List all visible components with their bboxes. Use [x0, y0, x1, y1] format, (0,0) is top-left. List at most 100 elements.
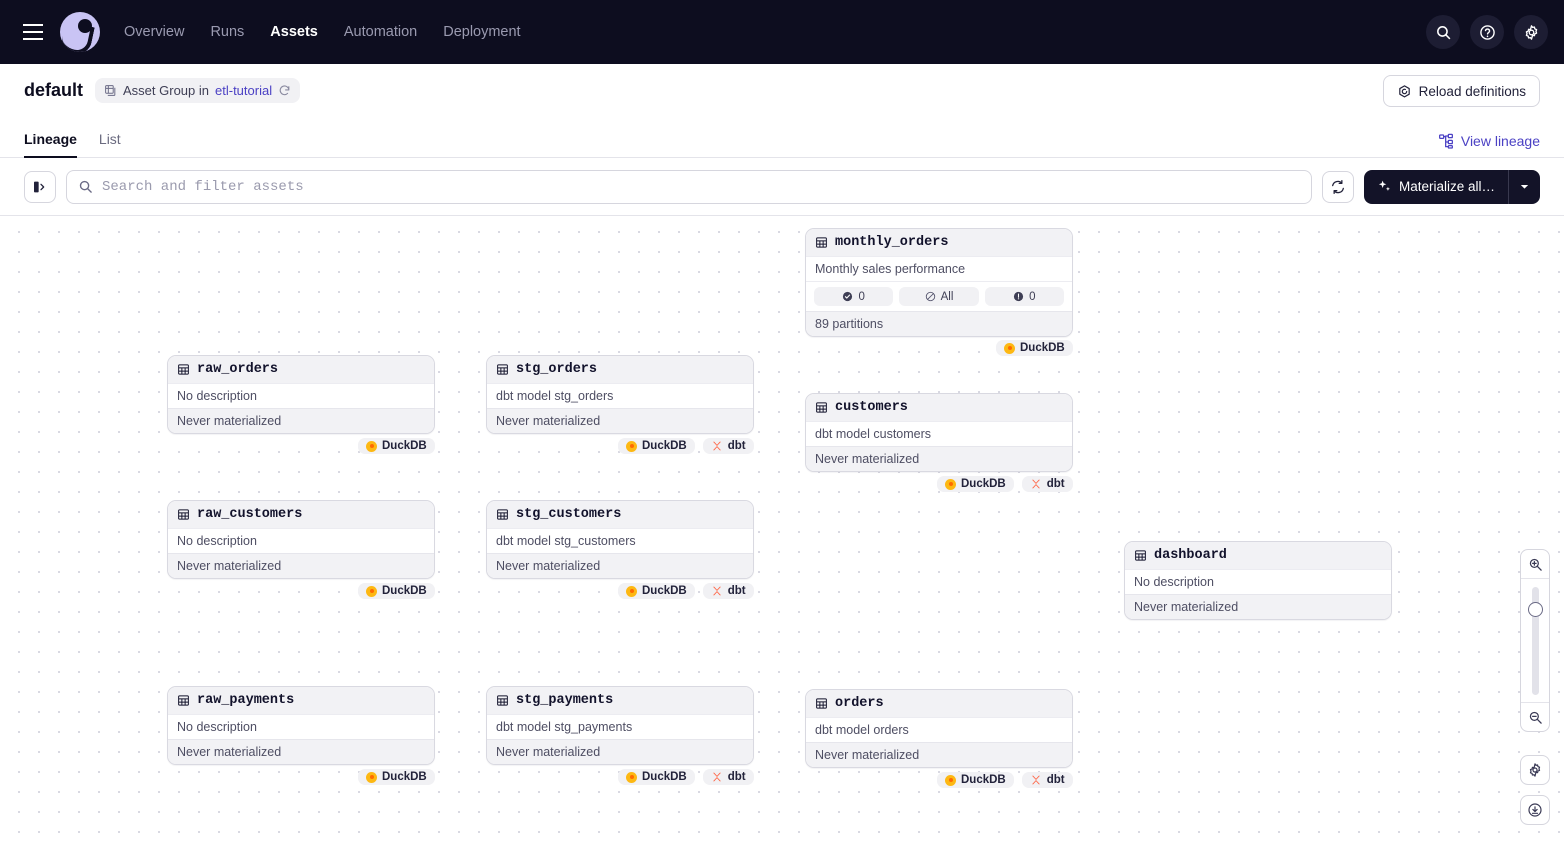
asset-node-tags: DuckDB dbt [618, 438, 754, 454]
refresh-icon[interactable] [278, 84, 291, 97]
materialize-dropdown-toggle[interactable] [1508, 169, 1540, 204]
asset-node-header: monthly_orders [806, 229, 1072, 256]
asset-node-description: No description [168, 528, 434, 553]
asset-tag-duckdb[interactable]: DuckDB [358, 438, 435, 454]
table-icon [497, 364, 508, 375]
asset-node-title: stg_payments [516, 693, 614, 708]
asset-tag-dbt[interactable]: dbt [702, 769, 754, 785]
zoom-out-button[interactable] [1521, 703, 1549, 731]
asset-tag-duckdb[interactable]: DuckDB [358, 583, 435, 599]
partition-chip-check-circle[interactable]: 0 [814, 287, 894, 306]
reload-definitions-button[interactable]: Reload definitions [1382, 75, 1540, 107]
asset-tag-label: dbt [1046, 774, 1065, 786]
asset-node-status: Never materialized [487, 553, 753, 578]
check-circle-icon [843, 291, 853, 302]
asset-tag-label: DuckDB [382, 771, 427, 783]
dbt-icon [1031, 479, 1040, 489]
asset-node-header: customers [806, 394, 1072, 421]
asset-tag-dbt[interactable]: dbt [1021, 476, 1073, 492]
asset-node-status: 89 partitions [806, 311, 1072, 336]
asset-node-status: Never materialized [1125, 594, 1391, 619]
search-icon[interactable] [1426, 15, 1460, 49]
asset-node-header: orders [806, 690, 1072, 717]
zoom-slider-knob[interactable] [1527, 602, 1543, 617]
materialize-all-button[interactable]: Materialize all… [1363, 169, 1540, 204]
fit-to-screen-button[interactable] [1520, 795, 1550, 825]
asset-tag-duckdb[interactable]: DuckDB [937, 772, 1014, 788]
asset-tag-label: DuckDB [642, 440, 687, 452]
asset-tag-duckdb[interactable]: DuckDB [618, 583, 695, 599]
duckdb-icon [945, 774, 956, 786]
asset-tag-duckdb[interactable]: DuckDB [358, 769, 435, 785]
asset-tag-duckdb[interactable]: DuckDB [996, 340, 1073, 356]
materialize-all-label: Materialize all… [1398, 179, 1495, 194]
asset-node-tags: DuckDB [358, 769, 435, 785]
asset-tag-dbt[interactable]: dbt [702, 583, 754, 599]
tab-list[interactable]: List [98, 131, 121, 147]
view-lineage-label: View lineage [1460, 133, 1540, 149]
zoom-in-button[interactable] [1521, 550, 1549, 578]
hamburger-menu-icon[interactable] [16, 15, 50, 49]
duckdb-icon [366, 771, 377, 783]
search-input[interactable] [102, 178, 1300, 195]
sparkle-icon [1378, 180, 1390, 191]
dbt-icon [1031, 775, 1040, 785]
asset-node-title: raw_orders [197, 362, 279, 377]
tab-lineage[interactable]: Lineage [24, 131, 77, 158]
asset-tag-duckdb[interactable]: DuckDB [937, 476, 1014, 492]
asset-node-title: orders [835, 696, 884, 711]
nav-link-deployment[interactable]: Deployment [443, 24, 521, 40]
asset-tag-label: DuckDB [382, 585, 427, 597]
table-icon [816, 402, 827, 413]
partition-chip-label: 0 [858, 290, 865, 303]
nav-link-assets[interactable]: Assets [270, 24, 318, 40]
asset-node-status: Never materialized [487, 739, 753, 764]
asset-tag-duckdb[interactable]: DuckDB [618, 438, 695, 454]
help-icon[interactable] [1470, 15, 1504, 49]
view-lineage-button[interactable]: View lineage [1438, 133, 1540, 149]
refresh-assets-button[interactable] [1321, 170, 1354, 203]
asset-node-tags: DuckDB dbt [937, 772, 1073, 788]
asset-tag-dbt[interactable]: dbt [702, 438, 754, 454]
asset-node-title: customers [835, 400, 908, 415]
reload-definitions-label: Reload definitions [1418, 83, 1526, 99]
panel-toggle-icon[interactable] [24, 170, 56, 203]
asset-tag-dbt[interactable]: dbt [1021, 772, 1073, 788]
nav-link-runs[interactable]: Runs [210, 24, 245, 40]
table-icon [178, 695, 189, 706]
zoom-controls [1520, 549, 1550, 732]
zoom-slider-track [1531, 586, 1539, 695]
search-icon [79, 180, 92, 193]
graph-settings-button[interactable] [1520, 755, 1550, 785]
asset-tag-duckdb[interactable]: DuckDB [618, 769, 695, 785]
asset-group-chip[interactable]: Asset Group in etl-tutorial [95, 77, 301, 103]
table-icon [816, 237, 827, 248]
zoom-slider[interactable] [1521, 578, 1549, 703]
dagster-logo-icon[interactable] [60, 12, 100, 52]
asset-node-description: Monthly sales performance [806, 256, 1072, 281]
slash-circle-icon [925, 291, 935, 302]
partition-chip-slash-circle[interactable]: All [899, 287, 979, 306]
asset-node-status: Never materialized [168, 553, 434, 578]
nav-link-automation[interactable]: Automation [343, 24, 418, 40]
partition-chip-exclamation-circle[interactable]: 0 [984, 287, 1064, 306]
asset-node-tags: DuckDB [996, 340, 1073, 356]
asset-group-icon [105, 84, 116, 96]
settings-icon[interactable] [1514, 15, 1548, 49]
asset-tag-label: DuckDB [642, 771, 687, 783]
asset-group-link[interactable]: etl-tutorial [215, 82, 273, 98]
search-field-wrapper[interactable] [66, 169, 1312, 204]
nav-link-overview[interactable]: Overview [124, 24, 185, 40]
asset-node-header: raw_orders [168, 356, 434, 383]
